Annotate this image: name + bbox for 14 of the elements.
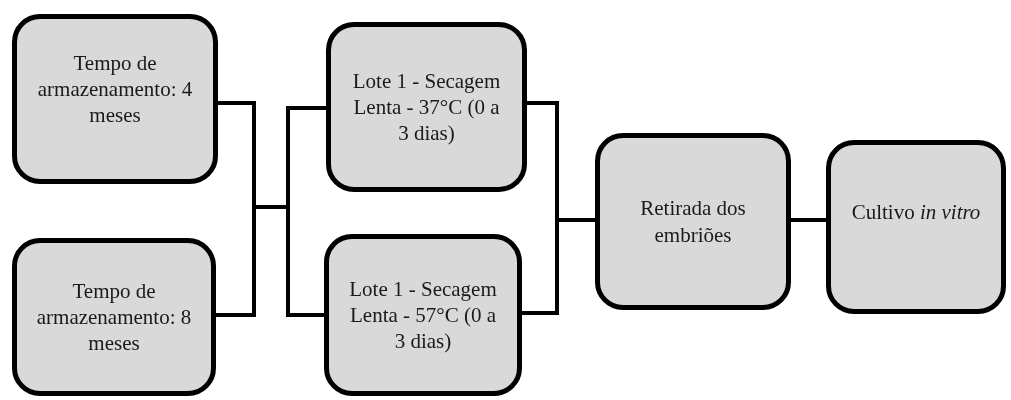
- process-box: [595, 133, 791, 310]
- process-box: [826, 140, 1006, 314]
- process-box: [326, 22, 527, 192]
- connector-line: [789, 218, 826, 222]
- box-text: Retirada dos embriões: [639, 195, 747, 248]
- box-text: Lote 1 - Secagem Lenta - 37°C (0 a 3 dias): [351, 67, 502, 147]
- process-box: [324, 234, 522, 396]
- box-text: Tempo de armazenamento: 4 meses: [36, 49, 194, 130]
- connector-line: [522, 218, 595, 315]
- box-text: Lote 1 - Secagem Lenta - 57°C (0 a 3 dias): [348, 275, 498, 355]
- box-text: Cultivo in vitro: [851, 198, 981, 226]
- process-box: [12, 14, 218, 184]
- box-text: Tempo de armazenamento: 8 meses: [35, 277, 193, 357]
- process-box: [12, 238, 216, 396]
